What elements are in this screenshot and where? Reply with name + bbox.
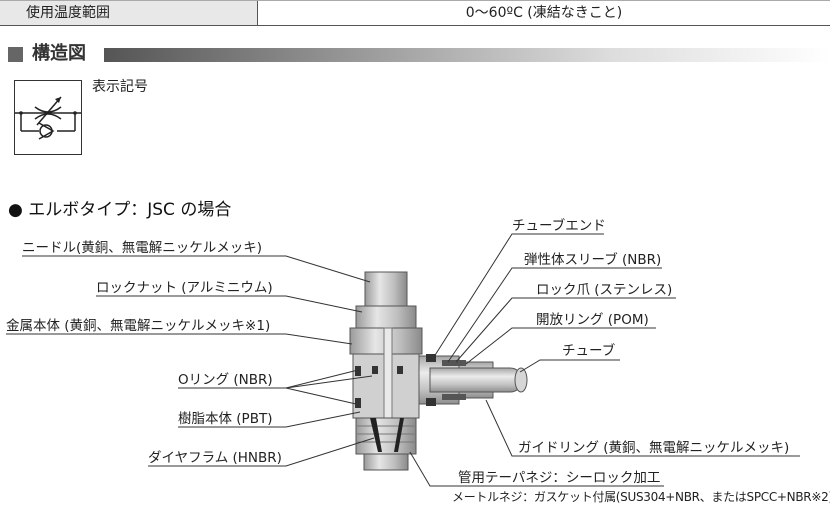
label-elastic-sleeve: 弾性体スリーブ (NBR) — [524, 252, 662, 268]
case-title: ● エルボタイプ：JSC の場合 — [8, 200, 232, 220]
left-leader-lines — [6, 255, 375, 467]
spec-table-row: 使用温度範囲 0～60ºC (凍結なきこと) — [0, 0, 830, 26]
label-tube-end: チューブエンド — [512, 218, 606, 234]
label-lock-nut: ロックナット (アルミニウム) — [96, 280, 273, 296]
section-divider-bar — [104, 48, 830, 62]
section-title: 構造図 — [32, 43, 86, 64]
flow-control-symbol-drawing — [15, 96, 81, 140]
label-diaphragm: ダイヤフラム (HNBR) — [148, 450, 282, 466]
spec-value: 0～60ºC (凍結なきこと) — [465, 5, 623, 21]
label-metal-body: 金属本体 (黄銅、無電解ニッケルメッキ※1) — [6, 318, 271, 334]
label-tube: チューブ — [562, 343, 616, 359]
symbol-label: 表示記号 — [92, 79, 148, 95]
section-marker-square — [8, 47, 23, 62]
case-title-text: エルボタイプ：JSC の場合 — [28, 200, 232, 220]
label-lock-claw: ロック爪 (ステンレス) — [536, 282, 673, 298]
label-taper-thread: 管用テーパネジ：シーロック加工 — [458, 470, 661, 486]
label-release-ring: 開放リング (POM) — [536, 312, 649, 328]
right-leader-lines — [409, 233, 800, 487]
footnote-metric-thread: メートルネジ：ガスケット付属(SUS304+NBR、またはSPCC+NBR※2) — [452, 490, 830, 504]
label-o-ring: Oリング (NBR) — [178, 372, 273, 388]
spec-label: 使用温度範囲 — [0, 1, 258, 25]
flow-control-symbol-icon — [14, 80, 82, 155]
label-needle: ニードル(黄銅、無電解ニッケルメッキ) — [22, 240, 263, 256]
label-resin-body: 樹脂本体 (PBT) — [178, 411, 273, 427]
label-guide-ring: ガイドリング (黄銅、無電解ニッケルメッキ) — [518, 440, 790, 456]
fitting-body-drawing — [349, 271, 528, 471]
